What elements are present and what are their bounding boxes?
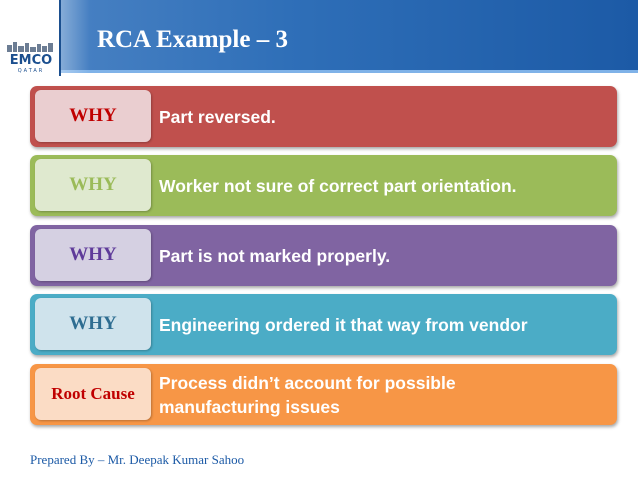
why-label-2: WHY <box>35 159 151 211</box>
why-label-1: WHY <box>35 90 151 142</box>
root-cause-text: Process didn’t account for possible manu… <box>159 364 609 425</box>
why-row-2: WHY Worker not sure of correct part orie… <box>30 155 617 216</box>
logo-subtext: QATAR <box>17 68 45 74</box>
header-stripe <box>60 0 90 73</box>
why-label-4: WHY <box>35 298 151 350</box>
title-bar: EMCO QATAR RCA Example – 3 <box>0 0 638 76</box>
why-text-4: Engineering ordered it that way from ven… <box>159 314 528 335</box>
prepared-by-footer: Prepared By – Mr. Deepak Kumar Sahoo <box>30 452 245 467</box>
why-label-3: WHY <box>35 229 151 281</box>
slide-title: RCA Example – 3 <box>97 26 288 53</box>
root-cause-row: Root Cause Process didn’t account for po… <box>30 364 617 425</box>
logo-text: EMCO <box>9 53 53 68</box>
why-text-3: Part is not marked properly. <box>159 245 391 266</box>
why-row-3: WHY Part is not marked properly. <box>30 225 617 286</box>
root-cause-text-content: Process didn’t account for possible manu… <box>159 372 456 417</box>
root-cause-label: Root Cause <box>35 368 151 420</box>
emco-logo: EMCO QATAR <box>0 0 61 76</box>
why-row-4: WHY Engineering ordered it that way from… <box>30 294 617 355</box>
why-row-1: WHY Part reversed. <box>30 86 617 147</box>
logo-skyline-icon <box>7 42 53 52</box>
why-text-2: Worker not sure of correct part orientat… <box>159 175 517 196</box>
why-text-1: Part reversed. <box>159 106 276 127</box>
